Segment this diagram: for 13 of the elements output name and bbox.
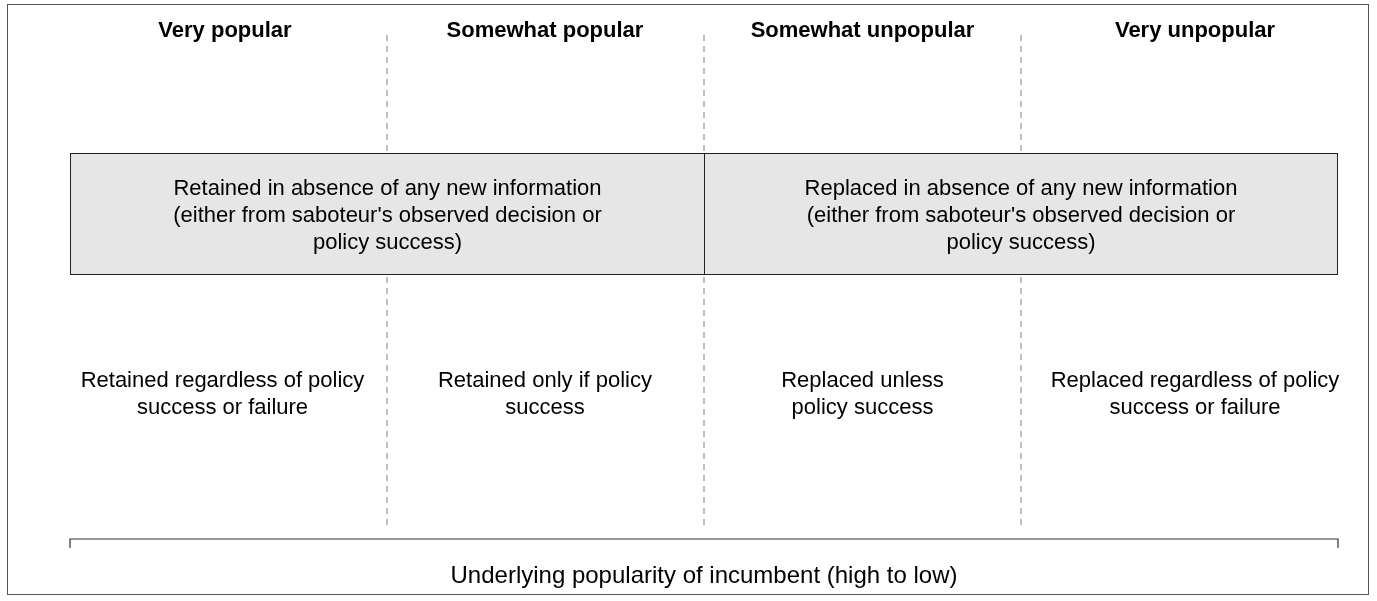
- box-text: Replaced in absence of any new information (either from saboteur's observed decision or policy success): [803, 173, 1239, 255]
- box-text: Retained in absence of any new information (either from saboteur's observed decision or policy success): [172, 173, 603, 255]
- column-heading: Somewhat unpopular: [749, 16, 976, 43]
- outcome-box: [704, 153, 1338, 275]
- column-heading: Very unpopular: [1113, 16, 1277, 43]
- column-heading: Very popular: [157, 16, 293, 43]
- outcome-text: Replaced regardless of policy success or failure: [1049, 366, 1341, 420]
- outcome-text: Replaced unless policy success: [780, 366, 945, 420]
- outcome-text: Retained regardless of policy success or failure: [79, 366, 366, 420]
- axis-label: Underlying popularity of incumbent (high to low): [449, 560, 959, 590]
- outcome-text: Retained only if policy success: [437, 366, 653, 420]
- outcome-box: [70, 153, 705, 275]
- column-heading: Somewhat popular: [445, 16, 645, 43]
